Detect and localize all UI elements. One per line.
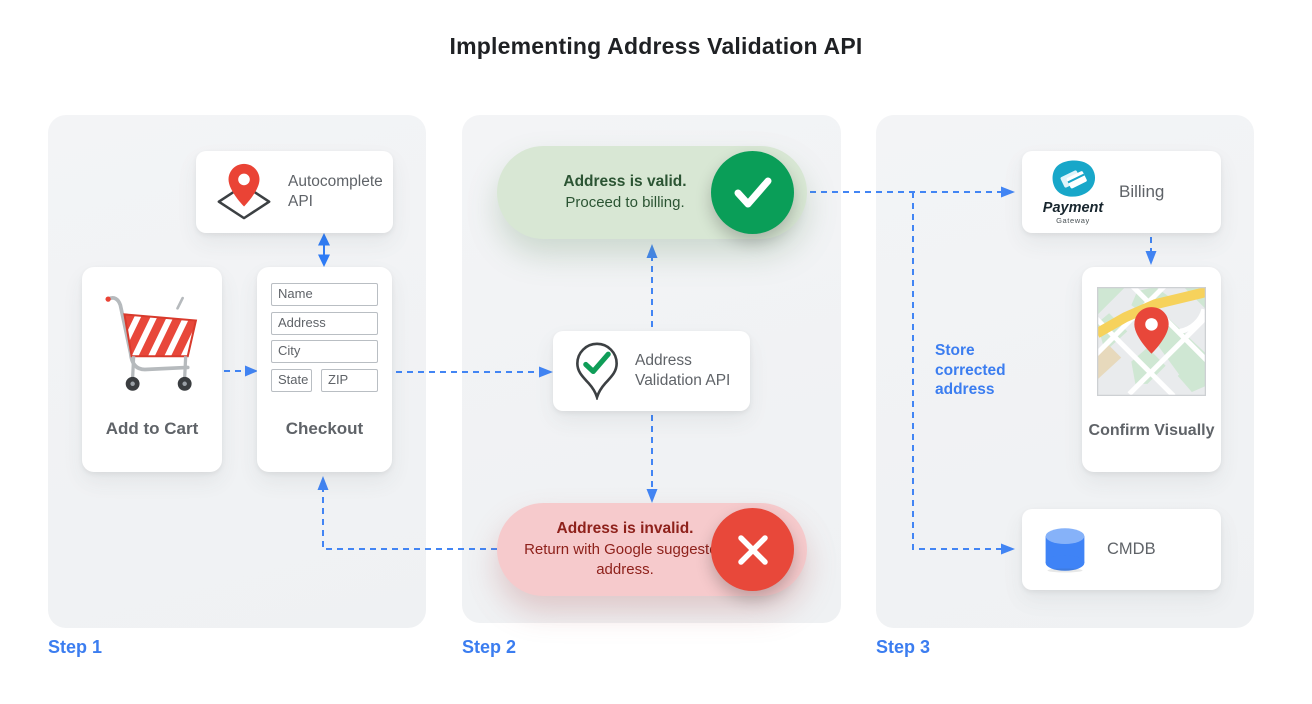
step3-label: Step 3 [876, 637, 931, 657]
name-field: Name [271, 283, 378, 306]
payment-gateway-subtext: Gateway [1056, 215, 1090, 225]
confirm-visually-card: Confirm Visually [1082, 267, 1221, 472]
x-circle-icon [711, 508, 794, 591]
autocomplete-api-card: Autocomplete API [196, 151, 393, 233]
map-pin-diamond-icon [217, 163, 271, 220]
add-to-cart-label: Add to Cart [105, 419, 199, 438]
city-field: City [271, 340, 378, 363]
map-thumbnail [1097, 287, 1206, 396]
checkout-card: Name Address City State ZIP Checkout [257, 267, 392, 472]
shopping-cart-icon [105, 296, 198, 391]
invalid-heading: Address is invalid. [556, 520, 694, 538]
store-corrected-address-note: Store corrected address [935, 342, 1006, 399]
address-validation-api-label: Address Validation API [635, 351, 731, 389]
zip-field: ZIP [321, 368, 378, 392]
address-field: Address [271, 311, 378, 335]
map-pin-check-icon [576, 342, 618, 400]
address-invalid-pill: Address is invalid. Return with Google s… [497, 503, 807, 596]
payment-gateway-wordmark: Payment [1042, 200, 1104, 217]
billing-label: Billing [1119, 181, 1165, 201]
invalid-body: Return with Google suggested address. [524, 540, 726, 578]
valid-body: Proceed to billing. [565, 193, 685, 211]
address-valid-pill: Address is valid. Proceed to billing. [497, 146, 807, 239]
autocomplete-api-label: Autocomplete API [288, 172, 383, 210]
payment-gateway-icon [1052, 160, 1096, 198]
cmdb-label: CMDB [1107, 539, 1156, 558]
cmdb-card: CMDB [1022, 509, 1221, 590]
address-validation-api-card: Address Validation API [553, 331, 750, 411]
step1-label: Step 1 [48, 637, 103, 657]
valid-heading: Address is valid. [563, 173, 687, 191]
billing-card: Payment Gateway Billing [1022, 151, 1221, 233]
page-title: Implementing Address Validation API [449, 33, 863, 59]
confirm-visually-label: Confirm Visually [1088, 422, 1215, 439]
payment-gateway-logo: Payment Gateway [1042, 158, 1104, 225]
add-to-cart-card: Add to Cart [82, 267, 222, 472]
check-circle-icon [711, 151, 794, 234]
checkout-label: Checkout [285, 419, 364, 438]
step2-label: Step 2 [462, 637, 517, 657]
database-cylinder-icon [1045, 527, 1085, 573]
state-field: State [271, 368, 312, 392]
